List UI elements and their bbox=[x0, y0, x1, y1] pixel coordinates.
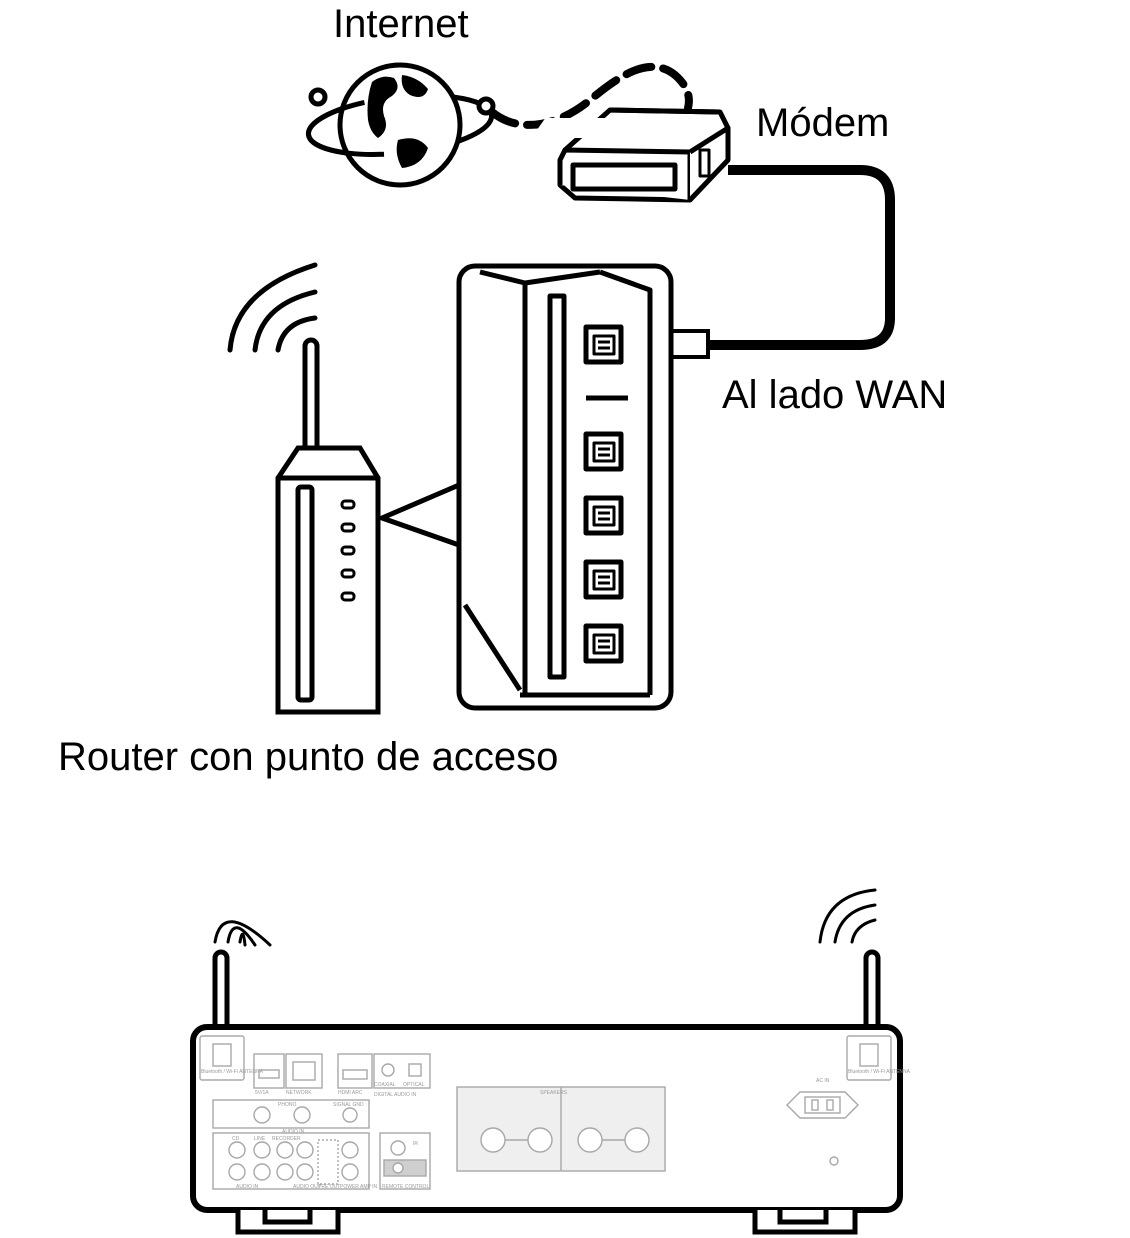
lan-port-3 bbox=[583, 559, 624, 600]
lan-port-4 bbox=[583, 623, 624, 664]
remote-control-label: REMOTE CONTROL bbox=[382, 1184, 429, 1190]
modem-icon bbox=[531, 107, 731, 203]
network-label: NETWORK bbox=[286, 1090, 312, 1096]
cd-label: CD bbox=[232, 1136, 240, 1142]
router-detail-panel bbox=[456, 263, 674, 711]
wan-side-label: Al lado WAN bbox=[722, 373, 948, 417]
lan-port-1 bbox=[583, 431, 624, 472]
hdmi-label: HDMI ARC bbox=[338, 1090, 363, 1096]
audio-in-top-label: AUDIO IN bbox=[282, 1129, 305, 1135]
receiver-feet bbox=[235, 1210, 858, 1235]
coaxial-label: COAXIAL bbox=[374, 1082, 396, 1088]
ac-in-label: AC IN bbox=[816, 1078, 830, 1084]
audio-in-bottom-label: AUDIO IN bbox=[236, 1184, 259, 1190]
line-label: LINE bbox=[254, 1136, 266, 1142]
wan-cable bbox=[705, 165, 895, 350]
speakers-label: SPEAKERS bbox=[540, 1090, 568, 1096]
internet-label: Internet bbox=[333, 2, 469, 46]
router-label: Router con punto de acceso bbox=[58, 735, 559, 779]
rear-panel-connectors: Bluetooth / Wi-Fi ANTENNA Bluetooth / Wi… bbox=[199, 1035, 911, 1190]
signal-gnd-label: SIGNAL GND bbox=[333, 1102, 364, 1108]
optical-label: OPTICAL bbox=[403, 1082, 425, 1088]
globe-icon bbox=[305, 62, 496, 188]
wan-port bbox=[583, 324, 624, 365]
detail-callout bbox=[379, 482, 460, 548]
ir-label: IR bbox=[413, 1141, 418, 1147]
antenna-right-label: Bluetooth / Wi-Fi ANTENNA bbox=[848, 1069, 911, 1075]
lan-port-2 bbox=[583, 495, 624, 536]
right-antenna-wifi-icon bbox=[818, 888, 877, 944]
modem-label: Módem bbox=[756, 101, 890, 145]
antenna-left-label: Bluetooth / Wi-Fi ANTENNA bbox=[201, 1069, 264, 1075]
left-antenna-wifi-icon bbox=[213, 920, 272, 947]
recorder-label: RECORDER bbox=[272, 1136, 301, 1142]
pre-out-label: PRE OUT bbox=[318, 1184, 340, 1190]
usb-label: 5V/1A bbox=[255, 1090, 269, 1096]
audio-out-label: AUDIO OUT bbox=[293, 1184, 321, 1190]
phono-label: PHONO bbox=[278, 1102, 296, 1108]
power-amp-in-label: POWER AMP IN bbox=[340, 1184, 378, 1190]
internet-link-line bbox=[488, 62, 693, 129]
digital-in-label: DIGITAL AUDIO IN bbox=[374, 1092, 417, 1098]
receiver-unit: Bluetooth / Wi-Fi ANTENNA Bluetooth / Wi… bbox=[190, 888, 911, 1235]
router-icon bbox=[227, 262, 381, 715]
